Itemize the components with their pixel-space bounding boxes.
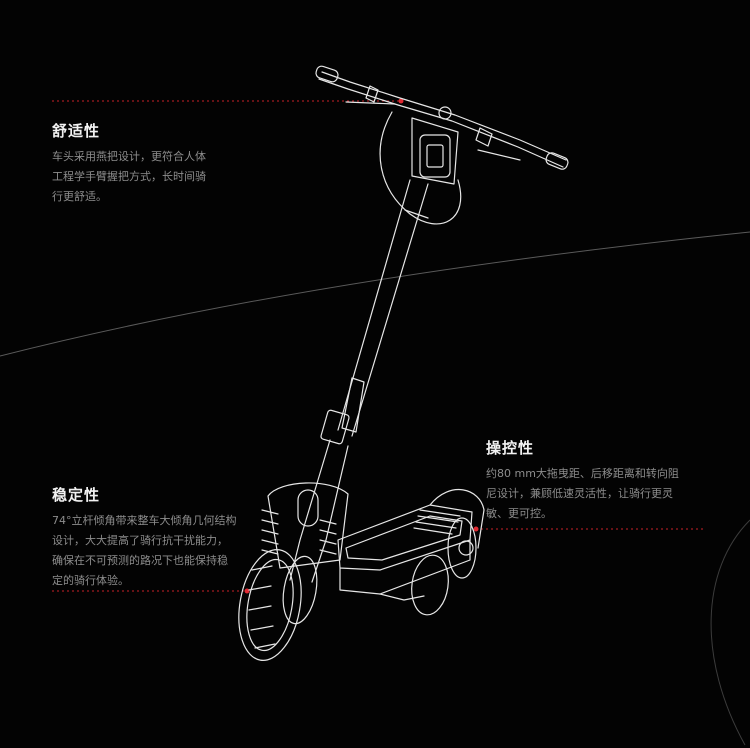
handling-leader-dot <box>473 526 479 532</box>
feature-stability: 稳定性 74°立杆倾角带来整车大倾角几何结构 设计，大大提高了骑行抗干扰能力， … <box>52 484 252 591</box>
scooter-line-art <box>238 65 569 661</box>
background-arc <box>710 519 750 746</box>
background-arc <box>0 231 750 357</box>
feature-comfort-description: 车头采用燕把设计，更符合人体 工程学手臂握把方式，长时间骑 行更舒适。 <box>52 150 206 203</box>
comfort-leader-dot <box>398 98 404 104</box>
stability-leader-dot <box>244 588 250 594</box>
feature-handling-title: 操控性 <box>486 439 535 457</box>
feature-handling-description: 约80 mm大拖曳距、后移距离和转向阻 尼设计，兼顾低速灵活性，让骑行更灵 敏、… <box>486 467 679 520</box>
feature-stability-title: 稳定性 <box>52 486 101 504</box>
feature-comfort-title: 舒适性 <box>52 122 101 140</box>
feature-stability-description: 74°立杆倾角带来整车大倾角几何结构 设计，大大提高了骑行抗干扰能力， 确保在不… <box>52 514 237 587</box>
feature-handling: 操控性 约80 mm大拖曳距、后移距离和转向阻 尼设计，兼顾低速灵活性，让骑行更… <box>486 437 701 524</box>
feature-comfort: 舒适性 车头采用燕把设计，更符合人体 工程学手臂握把方式，长时间骑 行更舒适。 <box>52 120 237 207</box>
